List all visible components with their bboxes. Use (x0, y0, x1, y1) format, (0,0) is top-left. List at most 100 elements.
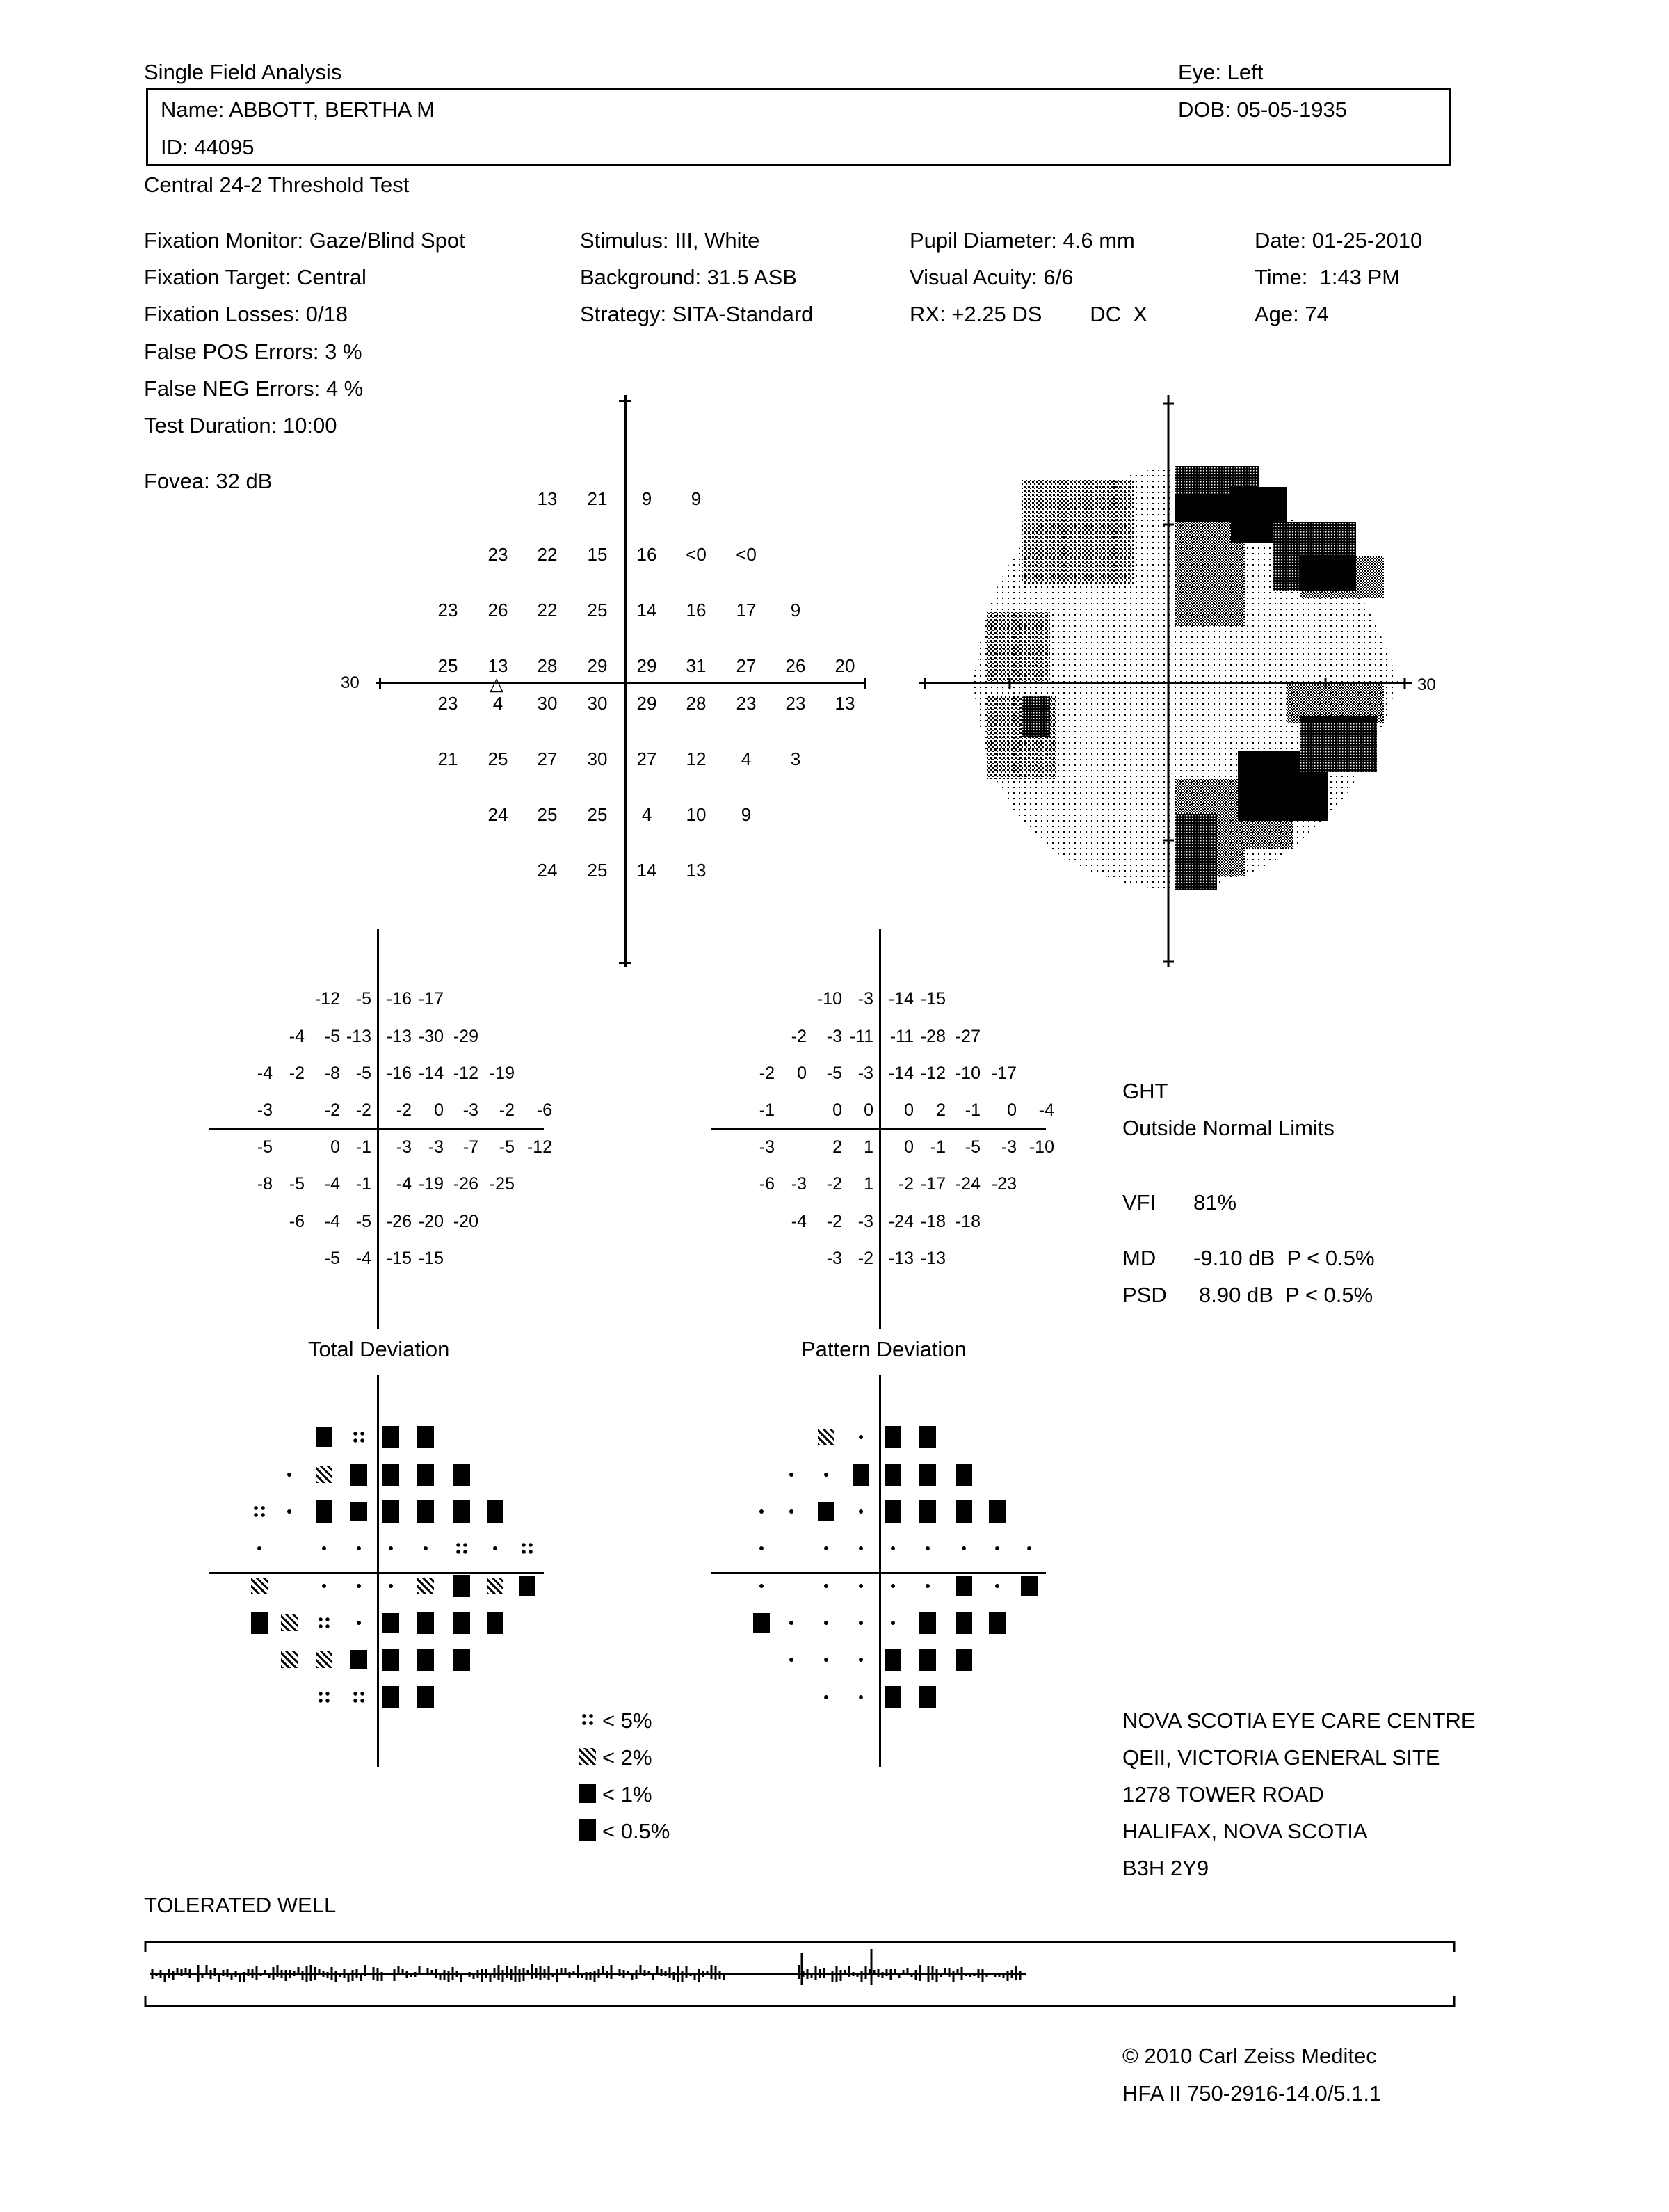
gaze-tracking-chart (144, 1941, 1456, 2007)
threshold-tick (619, 400, 631, 402)
total-deviation-value: -8 (324, 1064, 340, 1083)
total-deviation-value: -19 (418, 1174, 444, 1194)
pattern-deviation-symbol (1027, 1546, 1031, 1550)
total-deviation-symbol (350, 1502, 367, 1521)
pattern-deviation-value: 2 (936, 1100, 946, 1120)
pattern-deviation-value: -14 (888, 989, 914, 1009)
total-deviation-symbol (357, 1621, 361, 1625)
total-deviation-symbol (389, 1584, 393, 1588)
total-deviation-value: -4 (324, 1212, 340, 1231)
total-deviation-symbol (316, 1427, 332, 1447)
total-deviation-value: -6 (289, 1212, 305, 1231)
pattern-deviation-symbol (989, 1500, 1006, 1523)
total-deviation-symbol (317, 1616, 331, 1630)
threshold-value: 9 (691, 488, 702, 509)
pattern-deviation-symbol (859, 1584, 863, 1588)
total-deviation-value: -5 (324, 1027, 340, 1046)
total-deviation-symbol (252, 1505, 266, 1518)
total-deviation-symbol (455, 1541, 469, 1555)
total-deviation-value: -5 (355, 1064, 371, 1083)
param-fixation-monitor: Fixation Monitor: Gaze/Blind Spot (144, 228, 465, 253)
param-stimulus: Stimulus: III, White (580, 228, 760, 253)
pattern-deviation-symbol (789, 1621, 793, 1625)
param-background: Background: 31.5 ASB (580, 265, 797, 289)
legend-label-5: < 5% (602, 1708, 652, 1733)
total-deviation-value: -4 (324, 1174, 340, 1194)
total-deviation-value: -2 (499, 1100, 515, 1120)
pattern-deviation-symbol (853, 1464, 869, 1486)
pattern-deviation-value: -23 (991, 1174, 1017, 1194)
param-acuity: Visual Acuity: 6/6 (910, 265, 1074, 289)
total-deviation-symbol (257, 1546, 261, 1550)
total-deviation-value: -5 (257, 1137, 273, 1157)
total-deviation-value: -26 (386, 1212, 412, 1231)
pattern-deviation-value: 0 (904, 1100, 914, 1120)
param-pupil: Pupil Diameter: 4.6 mm (910, 228, 1135, 253)
pattern-deviation-value: -13 (888, 1249, 914, 1268)
pattern-deviation-value: 0 (1007, 1100, 1017, 1120)
total-deviation-symbol (453, 1575, 470, 1597)
threshold-value: 29 (636, 693, 657, 714)
threshold-value: 29 (587, 655, 608, 676)
threshold-value: 23 (736, 693, 757, 714)
pattern-deviation-value: -5 (826, 1064, 842, 1083)
eye-label: Eye: Left (1178, 60, 1264, 84)
pattern-deviation-value: -2 (826, 1212, 842, 1231)
total-deviation-symbol (316, 1651, 332, 1668)
total-deviation-value: -8 (257, 1174, 273, 1194)
threshold-value: 29 (636, 655, 657, 676)
vfi-value: 81% (1193, 1190, 1237, 1215)
threshold-value: 24 (487, 804, 508, 825)
total-deviation-value: -2 (324, 1100, 340, 1120)
pattern-deviation-value: -24 (955, 1174, 981, 1194)
param-strategy: Strategy: SITA-Standard (580, 302, 814, 326)
total-deviation-value: -2 (355, 1100, 371, 1120)
total-deviation-symbol (487, 1612, 503, 1634)
total-deviation-value: -5 (355, 1212, 371, 1231)
pattern-deviation-value: -3 (857, 1212, 873, 1231)
pattern-deviation-symbol (859, 1509, 863, 1514)
pattern-deviation-symbol (789, 1658, 793, 1662)
total-deviation-value: -3 (396, 1137, 412, 1157)
total-deviation-symbol (417, 1686, 434, 1708)
clinic-line-4: HALIFAX, NOVA SCOTIA (1122, 1819, 1368, 1843)
pattern-deviation-symbol (759, 1584, 764, 1588)
grayscale-axis-label: 30 (1417, 675, 1436, 694)
threshold-value: <0 (686, 544, 707, 565)
pattern-deviation-symbol (759, 1546, 764, 1550)
pattern-deviation-value: -2 (826, 1174, 842, 1194)
td-symbols-x-axis (209, 1572, 544, 1574)
threshold-value: 17 (736, 600, 757, 620)
threshold-value: 9 (790, 600, 801, 620)
total-deviation-symbol (382, 1649, 399, 1671)
threshold-value: 27 (537, 748, 558, 769)
threshold-value: 31 (686, 655, 707, 676)
threshold-value: 14 (636, 600, 657, 620)
legend-symbol-2 (579, 1748, 596, 1765)
pattern-deviation-value: -3 (826, 1027, 842, 1046)
pattern-deviation-symbol (989, 1612, 1006, 1634)
pattern-deviation-symbol (859, 1435, 863, 1439)
pattern-deviation-symbol (859, 1546, 863, 1550)
total-deviation-symbol (424, 1546, 428, 1550)
ght-value: Outside Normal Limits (1122, 1116, 1335, 1140)
total-deviation-symbol (389, 1546, 393, 1550)
threshold-tick (864, 678, 866, 689)
threshold-value: 28 (686, 693, 707, 714)
total-deviation-value: -13 (386, 1027, 412, 1046)
pattern-deviation-value: -2 (857, 1249, 873, 1268)
threshold-value: 21 (587, 488, 608, 509)
clinic-line-2: QEII, VICTORIA GENERAL SITE (1122, 1745, 1440, 1770)
total-deviation-label: Total Deviation (308, 1337, 450, 1361)
total-deviation-symbol (417, 1612, 434, 1634)
total-deviation-value: -2 (396, 1100, 412, 1120)
total-deviation-value: -4 (289, 1027, 305, 1046)
total-deviation-symbol (417, 1426, 434, 1448)
total-deviation-symbol (350, 1464, 367, 1486)
threshold-value: 27 (636, 748, 657, 769)
clinic-line-5: B3H 2Y9 (1122, 1856, 1209, 1880)
threshold-value: 25 (487, 748, 508, 769)
pattern-deviation-value: -24 (888, 1212, 914, 1231)
threshold-value: 16 (686, 600, 707, 620)
threshold-value: 23 (437, 693, 458, 714)
